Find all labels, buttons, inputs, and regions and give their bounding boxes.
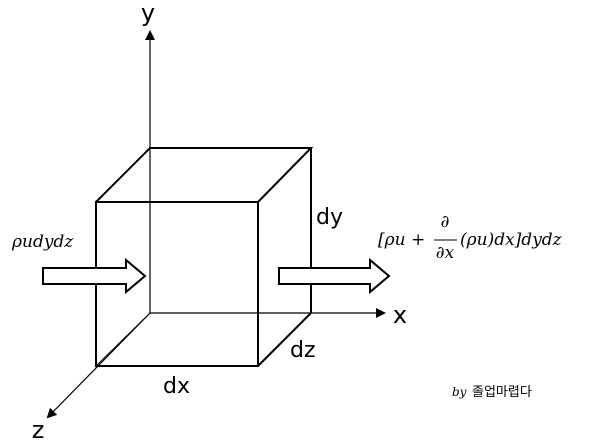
outflow-denominator: ∂x xyxy=(436,243,455,263)
dx-label: dx xyxy=(163,374,190,399)
dy-label: dy xyxy=(316,205,343,230)
cube-hidden-edge xyxy=(95,312,151,367)
inflow-expression: ρudydz xyxy=(11,232,74,252)
z-axis-label: z xyxy=(32,416,45,444)
credit-author: 졸업마렵다 xyxy=(472,385,532,400)
outflow-expression: [ρu + ∂ ∂x (ρu)dx]dydz xyxy=(378,212,563,263)
cube-top-face xyxy=(95,147,314,203)
inflow-arrow xyxy=(42,257,147,295)
outflow-open: [ρu + xyxy=(378,230,431,250)
outflow-close: (ρu)dx]dydz xyxy=(460,230,563,250)
outflow-arrow xyxy=(278,257,391,295)
outflow-numerator: ∂ xyxy=(441,212,450,232)
dz-label: dz xyxy=(290,338,316,363)
cube-right-face xyxy=(257,148,312,367)
x-axis-label: x xyxy=(393,301,407,329)
credit-by: by xyxy=(452,385,467,399)
y-axis-label: y xyxy=(141,0,155,27)
